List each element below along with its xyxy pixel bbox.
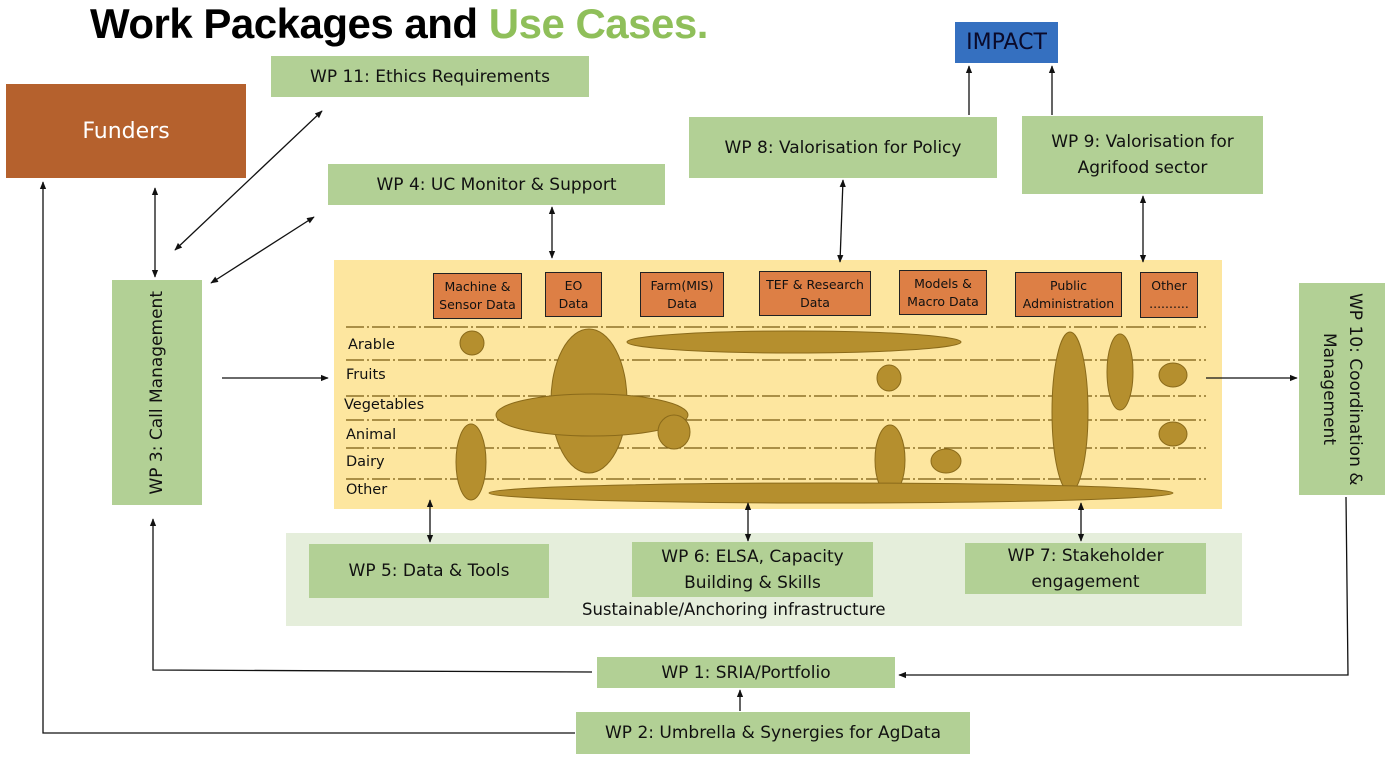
data-source-machine-sensor[interactable]: Machine & Sensor Data [433,273,522,319]
ds-label-line2: Data [558,295,589,311]
ds-label-line1: Other [1151,278,1187,293]
wp7-label-line2: engagement [1031,571,1140,592]
data-source-other[interactable]: Other.......... [1140,272,1198,318]
arrow-wp2-funders [39,181,575,734]
wp7-label-line1: WP 7: Stakeholder [1007,545,1164,566]
connectors [39,65,1349,734]
wp6-label-line1: WP 6: ELSA, Capacity [661,546,844,567]
wp8-label: WP 8: Valorisation for Policy [724,137,962,158]
use-case-blob[interactable] [488,482,1174,504]
arrow-wp8-uc [837,179,846,263]
data-source-farm-mis[interactable]: Farm(MIS) Data [640,272,724,317]
arrow-wp1-wp3 [149,518,593,673]
title-accent: Use Cases. [488,0,709,47]
ds-label-line1: Machine & [444,279,511,294]
data-source-models-macro[interactable]: Models & Macro Data [899,270,987,315]
use-case-blob[interactable] [930,448,962,474]
wp3-box[interactable]: WP 3: Call Management [112,280,202,505]
wp2-label: WP 2: Umbrella & Synergies for AgData [604,723,941,743]
sector-label-vegetables: Vegetables [344,397,425,413]
wp11-label: WP 11: Ethics Requirements [310,66,550,87]
wp11-box[interactable]: WP 11: Ethics Requirements [271,56,589,97]
title-main: Work Packages and [90,0,489,47]
impact-label: IMPACT [966,30,1047,55]
ds-label-line2: Data [800,294,830,310]
ds-label-line1: EO [564,277,583,293]
use-case-blob[interactable] [1051,331,1089,493]
wp9-label-line1: WP 9: Valorisation for [1051,132,1234,152]
ds-label-line1: Farm(MIS) [650,277,714,293]
ds-label-line2: .......... [1149,296,1189,311]
use-case-blob[interactable] [876,364,902,392]
use-case-blob[interactable] [1158,362,1188,388]
sector-label-fruits: Fruits [346,367,386,383]
ds-label-line1: Public [1050,277,1087,293]
use-case-blob[interactable] [495,393,689,437]
sector-label-dairy: Dairy [346,454,385,470]
sector-label-animal: Animal [346,427,397,443]
ds-label-line1: Models & [914,275,972,291]
sector-label-arable: Arable [348,337,395,353]
wp1-label: WP 1: SRIA/Portfolio [661,662,831,683]
ds-label-line2: Sensor Data [439,297,516,312]
ds-label-line2: Data [667,295,697,311]
arrow-wp3-wp4 [210,216,315,284]
impact-box[interactable]: IMPACT [955,22,1058,63]
wp6-label-line2: Building & Skills [684,572,821,593]
use-case-blob[interactable] [657,414,691,450]
sector-label-other: Other [346,482,388,498]
data-source-eo[interactable]: EO Data [545,272,602,317]
arrow-wp3-wp11 [174,110,323,251]
ds-label-line2: Administration [1022,295,1115,311]
wp7-box[interactable]: WP 7: Stakeholder engagement [965,543,1206,594]
wp8-box[interactable]: WP 8: Valorisation for Policy [689,117,997,178]
use-case-blobs [455,328,1188,504]
wp4-box[interactable]: WP 4: UC Monitor & Support [328,164,665,205]
wp5-box[interactable]: WP 5: Data & Tools [309,544,549,598]
wp10-label-line2: Management [1319,333,1339,445]
use-case-blob[interactable] [1158,421,1188,447]
infra-label: Sustainable/Anchoring infrastructure [582,600,886,619]
page-title: Work Packages and Use Cases. [90,0,708,48]
ds-label-line2: Macro Data [907,293,979,309]
wp5-label: WP 5: Data & Tools [348,561,510,581]
use-case-blob[interactable] [455,423,487,501]
funders-label: Funders [82,118,170,144]
wp9-label-line2: Agrifood sector [1077,158,1208,178]
wp10-label-line1: WP 10: Coordination & [1345,292,1365,486]
wp10-box[interactable]: WP 10: Coordination & Management [1299,283,1385,495]
use-case-blob[interactable] [459,330,485,356]
use-case-blob[interactable] [1106,333,1134,411]
wp4-label: WP 4: UC Monitor & Support [376,174,617,195]
wp2-box[interactable]: WP 2: Umbrella & Synergies for AgData [576,712,970,754]
use-case-blob[interactable] [626,330,962,354]
arrow-wp10-wp1 [898,496,1349,679]
ds-label-line1: TEF & Research [766,276,864,292]
wp1-box[interactable]: WP 1: SRIA/Portfolio [597,657,895,688]
